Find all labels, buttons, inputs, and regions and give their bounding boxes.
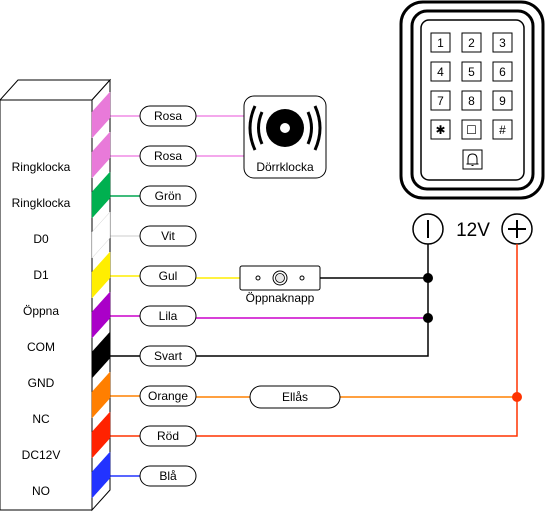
keypad-key-label: ☐ <box>466 123 477 137</box>
terminal-strip <box>91 291 111 339</box>
junction-dot <box>423 273 433 283</box>
keypad-key-label: 9 <box>499 94 506 108</box>
junction-dot <box>423 313 433 323</box>
keypad-key-label: 5 <box>468 65 475 79</box>
terminal-label: GND <box>28 376 55 390</box>
keypad-key[interactable]: 7 <box>430 90 451 111</box>
terminal-label: NO <box>32 484 50 498</box>
lock-label: Ellås <box>282 390 308 404</box>
terminal-label: D1 <box>33 268 49 282</box>
terminal-strip <box>91 451 111 499</box>
push-button-icon <box>272 270 288 286</box>
keypad-key-label: 3 <box>499 36 506 50</box>
speaker-icon <box>248 105 322 151</box>
wire-label: Blå <box>139 465 197 487</box>
wire-label: Orange <box>139 385 197 407</box>
terminal-label: Ringklocka <box>12 160 71 174</box>
bell-icon <box>466 153 479 166</box>
terminal-strip <box>91 331 111 379</box>
keypad-key-label: # <box>499 123 506 137</box>
terminal-strip <box>91 371 111 419</box>
keypad-device: 1 2 3 4 5 6 7 8 9 ✱ ☐ # <box>399 0 545 200</box>
keypad-key-label: 8 <box>468 94 475 108</box>
exit-button-label: Öppnaknapp <box>246 291 315 305</box>
keypad-key[interactable]: # <box>492 119 513 140</box>
wire-label-text: Röd <box>157 429 179 443</box>
wire-label-text: Vit <box>161 229 175 243</box>
keypad-key[interactable]: 9 <box>492 90 513 111</box>
terminal-strip <box>91 211 111 259</box>
wire-label-text: Lila <box>159 309 178 323</box>
wire-label: Röd <box>139 425 197 447</box>
wire-label-text: Svart <box>154 349 183 363</box>
wire-label: Vit <box>139 225 197 247</box>
keypad-key[interactable]: 4 <box>430 61 451 82</box>
keypad-key[interactable]: ✱ <box>430 119 451 140</box>
wire-label-text: Rosa <box>154 109 182 123</box>
keypad-key-label: ✱ <box>435 123 445 137</box>
terminal-strip <box>91 171 111 219</box>
wire-label-text: Blå <box>159 469 177 483</box>
doorbell: Dörrklocka <box>243 95 327 179</box>
wire-label: Svart <box>139 345 197 367</box>
wire-red-main <box>196 244 518 437</box>
wire-label-text: Grön <box>155 189 182 203</box>
keypad-key[interactable]: 3 <box>492 32 513 53</box>
terminal-label: DC12V <box>22 448 61 462</box>
keypad-key-label: 4 <box>437 65 444 79</box>
bell-key[interactable] <box>462 149 483 170</box>
terminal-strip <box>91 251 111 299</box>
wire-label-text: Rosa <box>154 149 182 163</box>
power-supply: 12V <box>412 213 533 245</box>
terminal-label: COM <box>27 340 55 354</box>
wire-label: Rosa <box>139 105 197 127</box>
lock-device: Ellås <box>249 385 341 409</box>
terminal-block: RingklockaRingklockaD0D1ÖppnaCOMGNDNCDC1… <box>0 78 112 512</box>
wire-label: Lila <box>139 305 197 327</box>
wire-label-text: Orange <box>148 389 188 403</box>
keypad-key[interactable]: 1 <box>430 32 451 53</box>
junction-dot <box>512 392 522 402</box>
keypad-key[interactable]: 5 <box>461 61 482 82</box>
keypad-key[interactable]: 2 <box>461 32 482 53</box>
terminal-label: NC <box>32 412 50 426</box>
terminal-strip <box>91 411 111 459</box>
keypad-key-label: 7 <box>437 94 444 108</box>
terminal-strip <box>91 91 111 139</box>
terminal-label: D0 <box>33 232 49 246</box>
terminal-label: Ringklocka <box>12 196 71 210</box>
wire-label: Gul <box>139 265 197 287</box>
wire-label: Grön <box>139 185 197 207</box>
keypad-key[interactable]: ☐ <box>461 119 482 140</box>
junctions <box>423 273 522 402</box>
keypad-key-label: 2 <box>468 36 475 50</box>
terminal-label: Öppna <box>23 304 59 318</box>
keypad-key-label: 1 <box>437 36 444 50</box>
voltage-label: 12V <box>456 220 490 241</box>
exit-button-device: Öppnaknapp <box>239 265 321 305</box>
terminal-strip <box>91 131 111 179</box>
keypad-key-label: 6 <box>499 65 506 79</box>
doorbell-label: Dörrklocka <box>256 160 314 174</box>
wire-label: Rosa <box>139 145 197 167</box>
keypad-key[interactable]: 6 <box>492 61 513 82</box>
wire-label-text: Gul <box>159 269 178 283</box>
keypad-key[interactable]: 8 <box>461 90 482 111</box>
